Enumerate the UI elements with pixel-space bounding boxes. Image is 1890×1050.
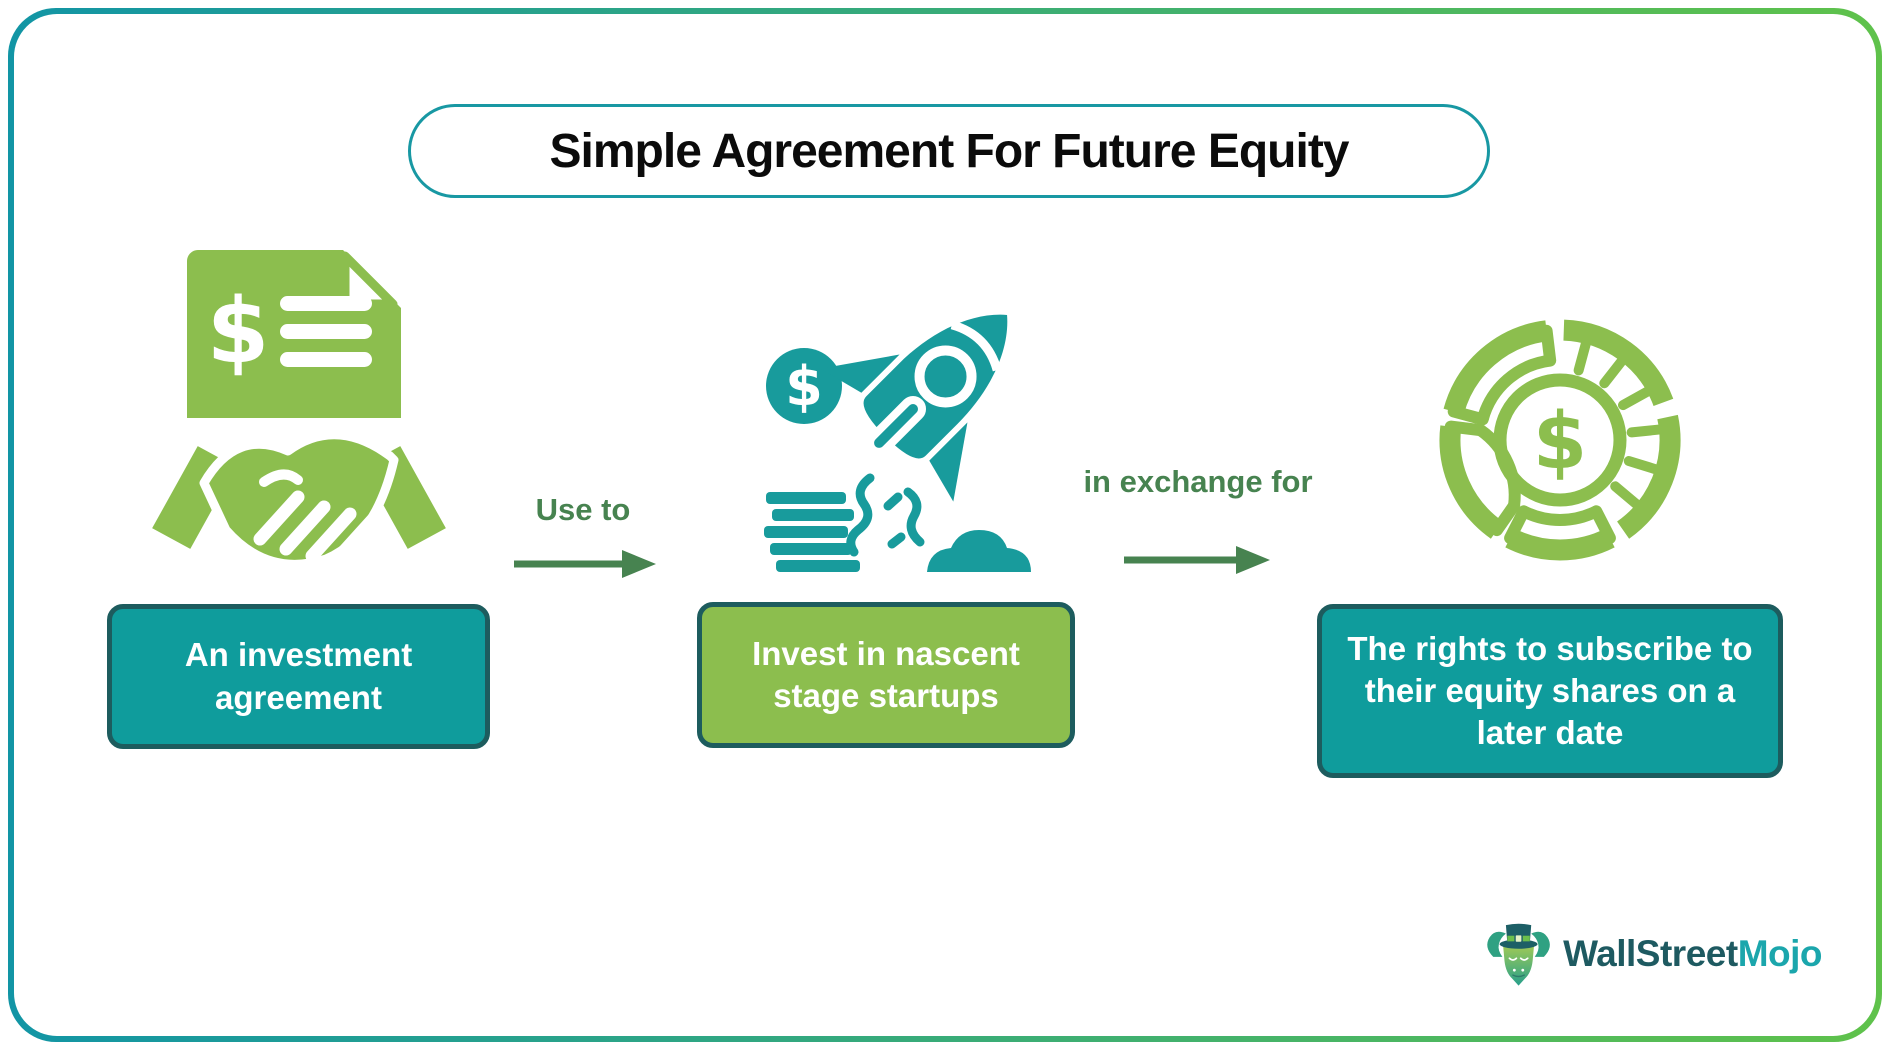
arrow-right-icon xyxy=(1124,546,1270,574)
dollar-glyph: $ xyxy=(207,279,270,384)
rocket-launch-icon: $ xyxy=(764,314,1031,572)
step-label: An investment agreement xyxy=(184,636,413,716)
brand-name-secondary: Mojo xyxy=(1737,933,1823,974)
brand-name: WallStreetMojo xyxy=(1563,933,1822,975)
bull-mascot-icon xyxy=(1487,923,1550,986)
brand-name-primary: WallStreet xyxy=(1563,933,1738,974)
wallstreetmojo-logo: WallStreetMojo xyxy=(1482,904,1823,1004)
step-label: The rights to subscribe to their equity … xyxy=(1347,629,1753,752)
title-pill: Simple Agreement For Future Equity xyxy=(408,104,1490,198)
connector-label-in-exchange-for: in exchange for xyxy=(1083,464,1313,499)
step-box-equity-rights: The rights to subscribe to their equity … xyxy=(1317,604,1783,778)
step-box-investment-agreement: An investment agreement xyxy=(107,604,490,749)
handshake-document-icon: $ xyxy=(141,250,457,569)
dollar-glyph: $ xyxy=(1533,397,1587,487)
step-label: Invest in nascent stage startups xyxy=(752,634,1020,714)
step-box-invest-startups: Invest in nascent stage startups xyxy=(697,602,1075,748)
connector-label-use-to: Use to xyxy=(535,492,631,527)
dollar-glyph: $ xyxy=(785,355,823,418)
arrow-right-icon xyxy=(514,550,656,578)
page-title: Simple Agreement For Future Equity xyxy=(549,124,1350,178)
equity-pie-chart-icon: $ xyxy=(1439,319,1681,561)
